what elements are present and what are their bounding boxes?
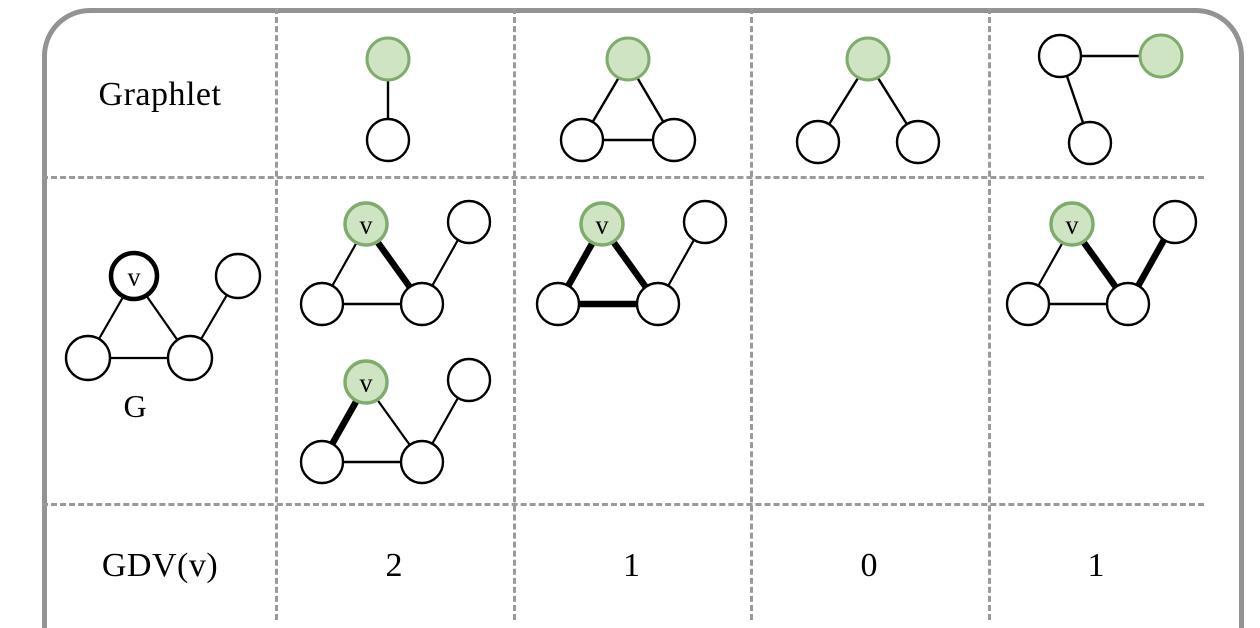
grid-hline-top — [42, 176, 1204, 179]
grid-vline-2 — [513, 8, 516, 620]
plain-node — [682, 199, 728, 245]
graphlet-orbit-2 — [790, 30, 950, 165]
plain-node — [1067, 120, 1113, 166]
graphlet-orbit-0 — [330, 30, 470, 163]
plain-node — [895, 119, 941, 165]
grid-vline-3 — [750, 8, 753, 620]
node-v-label: v — [360, 369, 373, 398]
orbit-node-v — [579, 201, 625, 247]
occurrence-orbit-0-match-1: v — [294, 198, 499, 328]
plain-node — [446, 199, 492, 245]
node-v-label: v — [596, 211, 609, 240]
node-v-label: v — [360, 211, 373, 240]
grid-hline-bottom — [42, 503, 1204, 506]
plain-node — [299, 281, 345, 327]
plain-node — [299, 439, 345, 485]
gdv-value-orbit-1: 1 — [623, 547, 640, 584]
plain-node — [446, 357, 492, 403]
grid-vline-4 — [988, 8, 991, 620]
plain-node — [1105, 281, 1151, 327]
gdv-value-orbit-3: 1 — [1087, 547, 1105, 584]
gdv-value-orbit-2: 0 — [860, 547, 878, 584]
occurrence-orbit-2-empty — [760, 198, 980, 488]
plain-node — [64, 334, 112, 382]
grid-vline-1 — [275, 8, 278, 620]
plain-node — [1005, 281, 1051, 327]
occurrence-orbit-3-match-1: v — [1000, 198, 1205, 328]
plain-node — [214, 252, 262, 300]
graph-G-label: G — [123, 387, 147, 424]
orbit-node — [1138, 33, 1184, 79]
orbit-node — [365, 36, 411, 82]
plain-node — [635, 281, 681, 327]
plain-node — [535, 281, 581, 327]
plain-node — [1152, 199, 1198, 245]
graphlet-orbit-1 — [552, 30, 712, 163]
row-header-gdv: GDV(v) — [101, 547, 219, 584]
figure-frame — [42, 8, 1244, 628]
plain-node — [795, 119, 841, 165]
orbit-node — [605, 36, 651, 82]
plain-node — [1037, 33, 1083, 79]
plain-node — [559, 117, 605, 163]
plain-node — [399, 439, 445, 485]
node-v-label: v — [128, 263, 141, 292]
graphlet-orbit-3 — [1028, 30, 1203, 166]
gdv-value-orbit-0: 2 — [385, 547, 403, 584]
plain-node — [166, 334, 214, 382]
row-header-graphlet: Graphlet — [98, 76, 222, 113]
orbit-node — [845, 36, 891, 82]
graph-G: v — [64, 248, 276, 382]
occurrence-orbit-0-match-2: v — [294, 356, 499, 486]
plain-node — [399, 281, 445, 327]
orbit-node-v — [343, 359, 389, 405]
occurrence-orbit-1-match-1: v — [530, 198, 735, 328]
plain-node — [651, 117, 697, 163]
orbit-node-v — [343, 201, 389, 247]
plain-node — [365, 117, 411, 163]
node-v — [108, 250, 160, 302]
orbit-node-v — [1049, 201, 1095, 247]
node-v-label: v — [1066, 211, 1079, 240]
